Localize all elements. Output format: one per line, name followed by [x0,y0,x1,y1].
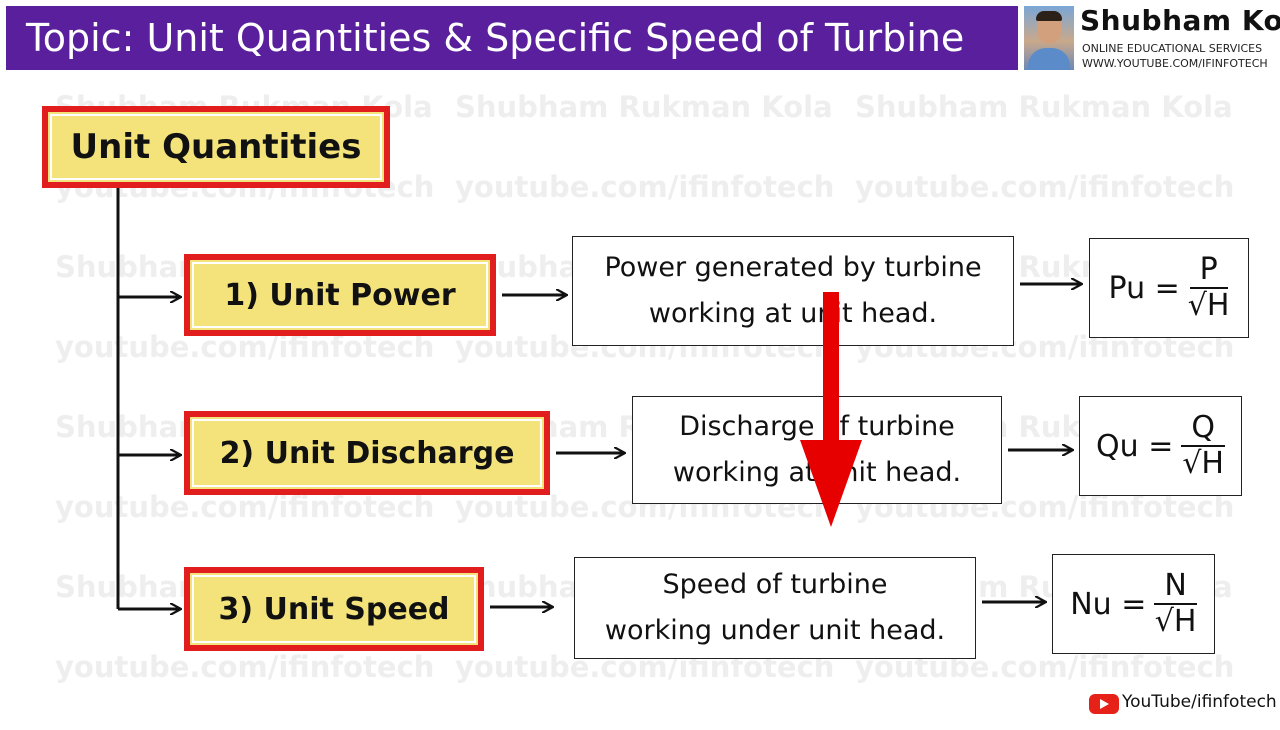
formula-fraction: Q √H [1181,411,1225,481]
root-unit-quantities: Unit Quantities [42,106,390,188]
unit-power-box: 1) Unit Power [184,254,496,336]
red-arrow-shaft [823,292,839,450]
formula-denominator: √H [1182,446,1224,481]
photo-shirt [1028,48,1070,70]
formula-fraction: P √H [1188,253,1230,323]
formula-denominator: √H [1187,288,1230,323]
brand-tagline: ONLINE EDUCATIONAL SERVICES [1082,42,1263,55]
red-arrow-head [800,440,862,527]
definition-line: Power generated by turbine [604,252,982,283]
youtube-handle: YouTube/ifinfotech [1122,692,1277,712]
unit-speed-definition: Speed of turbine working under unit head… [574,557,976,659]
photo-hair [1036,11,1062,21]
unit-power-definition: Power generated by turbine working at un… [572,236,1014,346]
formula-numerator: N [1154,569,1197,605]
formula-lhs: Nu = [1070,586,1147,622]
youtube-icon [1089,694,1119,714]
formula-denominator: √H [1154,604,1197,639]
unit-speed-formula: Nu = N √H [1052,554,1215,654]
formula-lhs: Pu = [1108,270,1180,306]
unit-speed-box: 3) Unit Speed [184,567,484,651]
definition-line: Discharge of turbine [679,411,955,442]
formula-numerator: Q [1181,411,1225,447]
presenter-photo [1024,6,1074,70]
formula-numerator: P [1189,253,1228,289]
unit-power-formula: Pu = P √H [1089,238,1249,338]
definition-line: Speed of turbine [662,569,888,600]
definition-line: working under unit head. [604,615,946,646]
unit-discharge-formula: Qu = Q √H [1079,396,1242,496]
formula-fraction: N √H [1154,569,1197,639]
definition-line: working at unit head. [648,298,938,329]
formula-lhs: Qu = [1096,428,1174,464]
unit-discharge-box: 2) Unit Discharge [184,411,550,495]
page-title: Topic: Unit Quantities & Specific Speed … [6,6,1018,70]
brand-url: WWW.YOUTUBE.COM/IFINFOTECH [1082,57,1268,70]
brand-name: Shubham Kola [1080,4,1280,37]
